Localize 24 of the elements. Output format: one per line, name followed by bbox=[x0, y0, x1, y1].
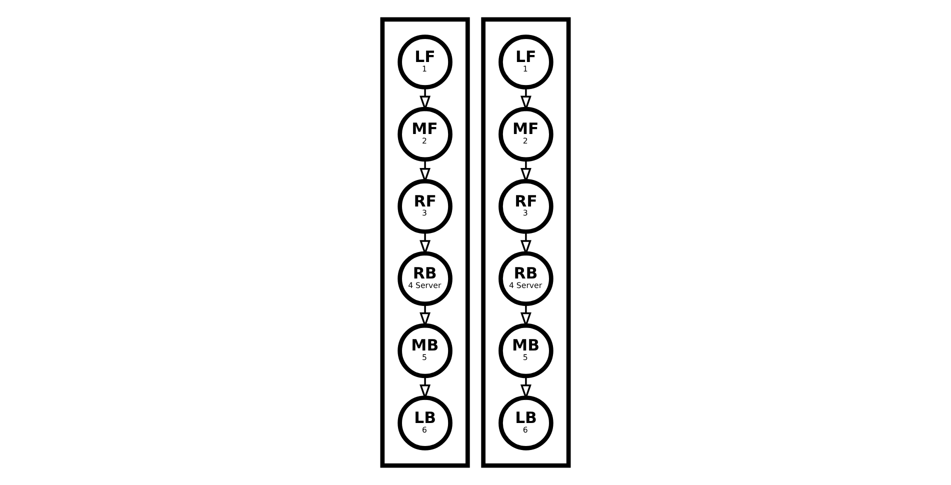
node-circle: RB 4 Server bbox=[398, 251, 452, 306]
node-circle: RF 3 bbox=[498, 179, 554, 234]
node-circle: RB 4 Server bbox=[498, 251, 554, 306]
arrow bbox=[520, 88, 532, 112]
node-circle: MF 2 bbox=[398, 106, 452, 162]
node-circle: LB 6 bbox=[398, 396, 452, 450]
arrow bbox=[420, 88, 431, 112]
arrow bbox=[520, 232, 532, 256]
node-circle: RF 3 bbox=[398, 179, 452, 234]
arrow bbox=[420, 232, 431, 256]
cluster bbox=[481, 17, 571, 468]
arrow bbox=[420, 304, 431, 328]
node-circle: MB 5 bbox=[498, 323, 554, 378]
arrow bbox=[420, 376, 431, 400]
cluster bbox=[380, 17, 470, 468]
arrow bbox=[520, 160, 532, 184]
node-circle: LB 6 bbox=[498, 396, 554, 450]
node-circle: LF 1 bbox=[398, 34, 452, 90]
arrow bbox=[520, 304, 532, 328]
node-circle: MB 5 bbox=[398, 323, 452, 378]
node-circle: MF 2 bbox=[498, 106, 554, 162]
arrow bbox=[520, 376, 532, 400]
arrow bbox=[420, 160, 431, 184]
node-circle: LF 1 bbox=[498, 34, 554, 90]
